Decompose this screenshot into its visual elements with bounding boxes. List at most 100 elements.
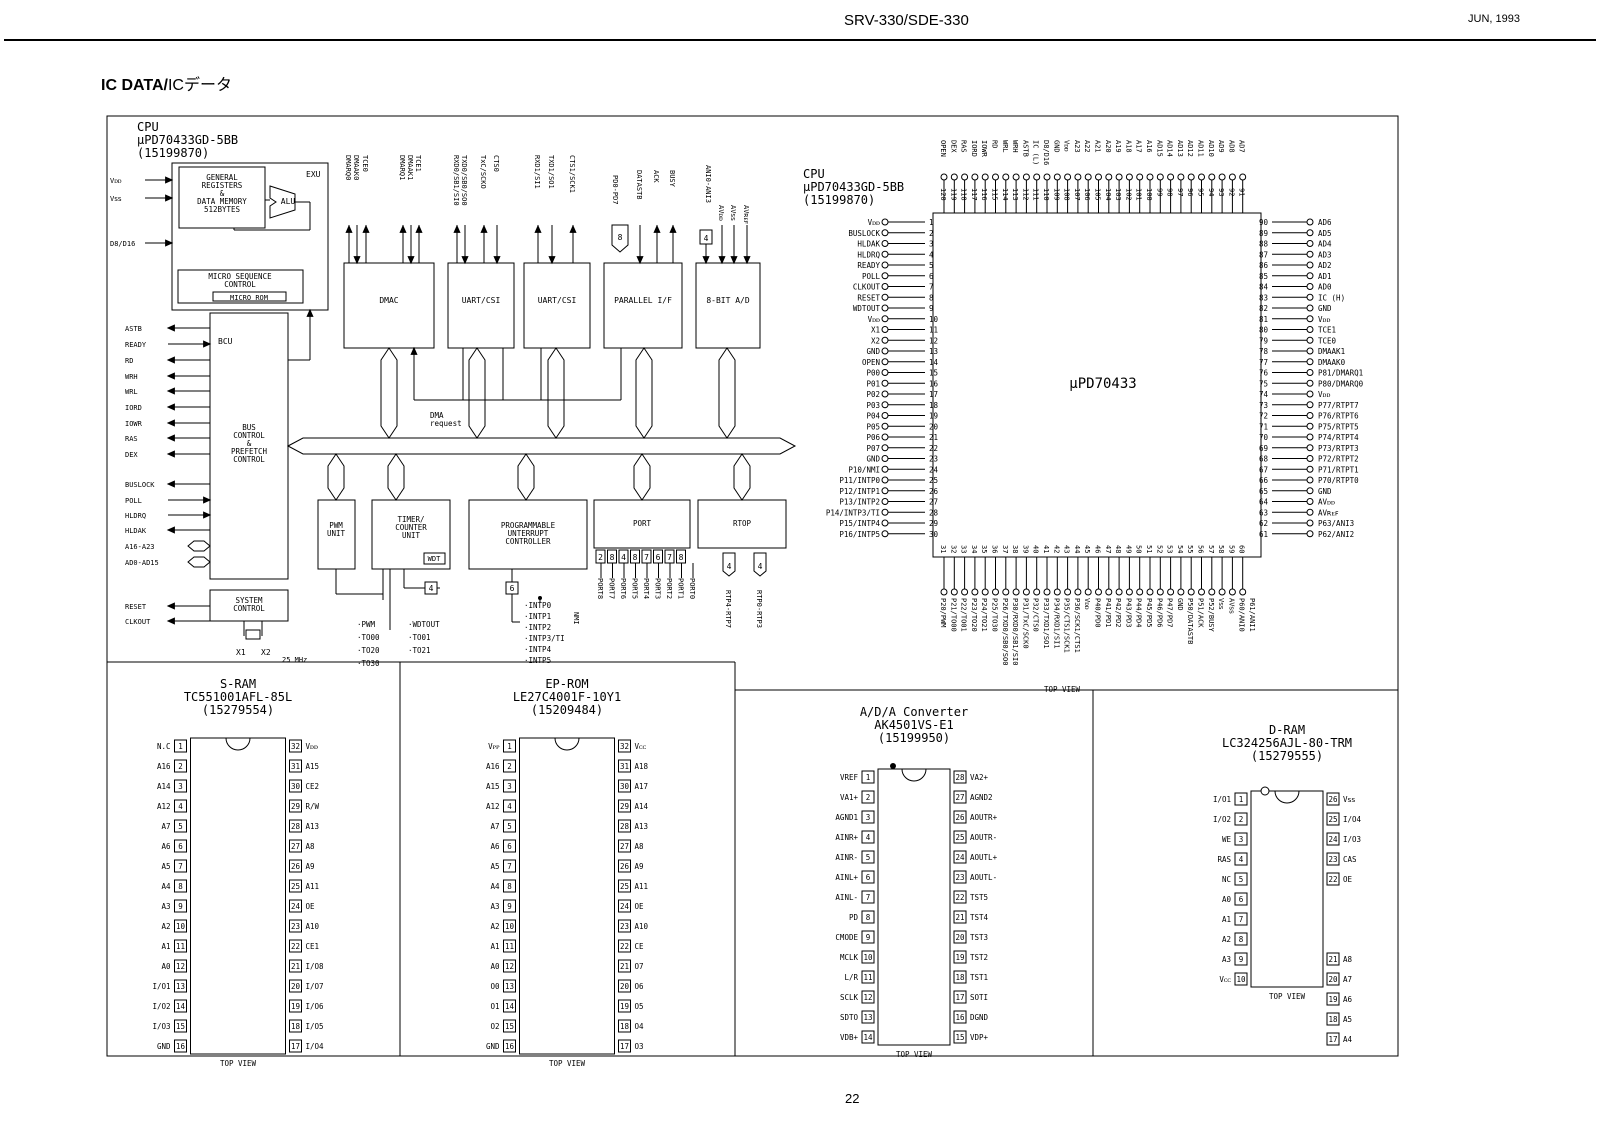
xtal-x1: X1 <box>236 648 246 657</box>
adda-rpin-13: VDP+ <box>970 1033 989 1042</box>
cpu-top-pin-0: OPEN <box>939 140 947 157</box>
cpu-left-pin-8: WDTOUT <box>853 304 881 313</box>
sram-lpin-2: A14 <box>157 782 171 791</box>
sram-lpin-box <box>174 1019 187 1033</box>
cpu-left-pin-circle-6 <box>881 283 889 290</box>
cpu-top-pin-num-10: 110 <box>1042 188 1050 201</box>
pd-width: 8 <box>618 233 623 242</box>
cpu-bottom-pin-25: P51/ACK <box>1197 598 1205 628</box>
gen-reg-text-3: DATA MEMORY <box>197 197 247 206</box>
bus-pin2-5: AD0-AD15 <box>125 559 159 567</box>
sram-rpin-14: I/O5 <box>306 1022 324 1031</box>
par-bus-conn <box>635 347 653 439</box>
eprom-rpin-num-11: 21 <box>620 962 629 971</box>
cpu-left-pin-circle-7 <box>881 293 889 301</box>
eprom-lpin-num-15: 16 <box>505 1042 515 1051</box>
cpu-top-pin-29: AD7 <box>1238 140 1246 153</box>
cpu-bottom-pin-num-2: 33 <box>960 545 968 553</box>
arrow-head <box>166 450 175 458</box>
cpu-right-pin-27: AVʀᴇꜰ <box>1318 508 1339 517</box>
cpu-right-pin-0: AD6 <box>1318 218 1332 227</box>
top-signal-3: DMARQ1 <box>398 155 406 180</box>
xtal-freq: 25 MHz <box>282 656 307 664</box>
cpu-left-pin-num-5: 6 <box>929 272 934 281</box>
micro-seq-text-1: CONTROL <box>224 280 256 289</box>
cpu-bottom-pin-9: P32/CTS0 <box>1032 598 1040 632</box>
arrow-head <box>743 256 751 265</box>
cpu-top-pin-21: AD15 <box>1155 140 1163 157</box>
sram-lpin-box <box>174 979 187 993</box>
cpu-left-pin-num-10: 11 <box>929 326 938 335</box>
sram-body <box>190 737 286 1055</box>
cpu-bottom-pin-21: P46/PD6 <box>1155 598 1163 628</box>
dram-rpin-9: A4 <box>1343 1035 1353 1044</box>
cpu-bottom-pin-num-3: 34 <box>970 545 978 553</box>
module-label-0: DMAC <box>379 296 398 305</box>
cpu-right-pin-23: P71/RTPT1 <box>1318 465 1359 474</box>
cpu-top-pin-num-13: 107 <box>1073 188 1081 201</box>
arrow-head <box>306 308 314 317</box>
cpu-bottom-pin-circle-12 <box>1064 588 1072 596</box>
gen-reg-text-0: GENERAL <box>206 173 238 182</box>
cpu-top-pin-5: RD <box>991 140 999 148</box>
sram-rpin-num-7: 25 <box>291 882 300 891</box>
cpu-bottom-pin-circle-16 <box>1105 588 1113 596</box>
cpu-top-pin-circle-12 <box>1064 173 1072 181</box>
cpu-bottom-pin-num-18: 49 <box>1124 545 1132 553</box>
cpu-bottom-pin-num-28: 59 <box>1227 545 1235 553</box>
adda-rpin-num-10: 18 <box>955 973 965 982</box>
header-date: JUN, 1993 <box>1468 13 1520 25</box>
cpu-block-title-0: CPU <box>137 120 159 134</box>
tmr-width: 4 <box>429 584 434 593</box>
bus-pin-4: WRL <box>125 388 138 396</box>
eprom-lpin-box <box>503 939 516 953</box>
cpu-top-pin-num-3: 117 <box>970 188 978 201</box>
intc-bus-conn <box>517 453 535 501</box>
dram-lpin-0: I/O1 <box>1213 795 1231 804</box>
eprom-rpin-box <box>618 819 631 833</box>
sram-lpin-11: A0 <box>161 962 171 971</box>
eprom-rpin-box <box>618 939 631 953</box>
cpu-left-pin-5: POLL <box>862 272 881 281</box>
nmi-dot-c <box>538 596 542 600</box>
rtp-bus <box>753 552 767 577</box>
sram-lpin-num-13: 14 <box>176 1002 186 1011</box>
cpu-left-pin-num-16: 17 <box>929 390 938 399</box>
wdt-box <box>423 552 446 565</box>
eprom-lpin-box <box>503 859 516 873</box>
arrow-head <box>399 224 407 233</box>
cpu-bottom-pin-circle-14 <box>1084 588 1092 596</box>
timer-l2: COUNTER <box>395 523 427 532</box>
dram-lpin-box <box>1234 892 1248 906</box>
adda-rpin-num-8: 20 <box>955 933 965 942</box>
cpu-left-pin-circle-12 <box>881 347 889 355</box>
cpu-bottom-pin-circle-22 <box>1167 588 1175 596</box>
eprom-rpin-num-14: 18 <box>620 1022 630 1031</box>
sram-rpin-box <box>289 739 302 753</box>
cpu-left-pin-29: P16/INTP5 <box>839 530 880 539</box>
arrow-head <box>410 346 418 355</box>
sram-lpin-num-2: 3 <box>178 782 183 791</box>
dram-rpin-num-9: 17 <box>1328 1035 1337 1044</box>
cpu-top-pin-7: WRH <box>1011 140 1019 153</box>
cpu-top-pin-circle-15 <box>1095 173 1102 181</box>
section-title: IC DATA/ICデータ <box>101 71 232 95</box>
sram-rpin-2: CE2 <box>306 782 320 791</box>
eprom-lpin-box <box>503 879 516 893</box>
cpu-bottom-pin-circle-18 <box>1125 588 1133 596</box>
cpu-top-pin-num-16: 104 <box>1104 188 1112 201</box>
adda-lpin-1: VA1+ <box>840 793 859 802</box>
sram-lpin-12: I/O1 <box>152 982 170 991</box>
cpu-left-pin-circle-8 <box>881 304 889 312</box>
adda-lpin-3: AINR+ <box>835 833 858 842</box>
dram-lpin-box <box>1234 932 1248 946</box>
cpu-left-pin-20: P06 <box>866 433 880 442</box>
top-signal-10: RXD1/SI1 <box>533 155 541 189</box>
cpu-bottom-pin-1: P21/TO00 <box>949 598 957 632</box>
top-signal-2: TCE0 <box>361 155 369 172</box>
cpu-bottom-pin-circle-15 <box>1095 588 1102 596</box>
cpu-left-pin-circle-27 <box>881 508 889 516</box>
eprom-rpin-2: A17 <box>635 782 649 791</box>
cpu-top-pin-circle-20 <box>1146 173 1154 181</box>
top-signal-14: DATASTB <box>635 170 643 200</box>
